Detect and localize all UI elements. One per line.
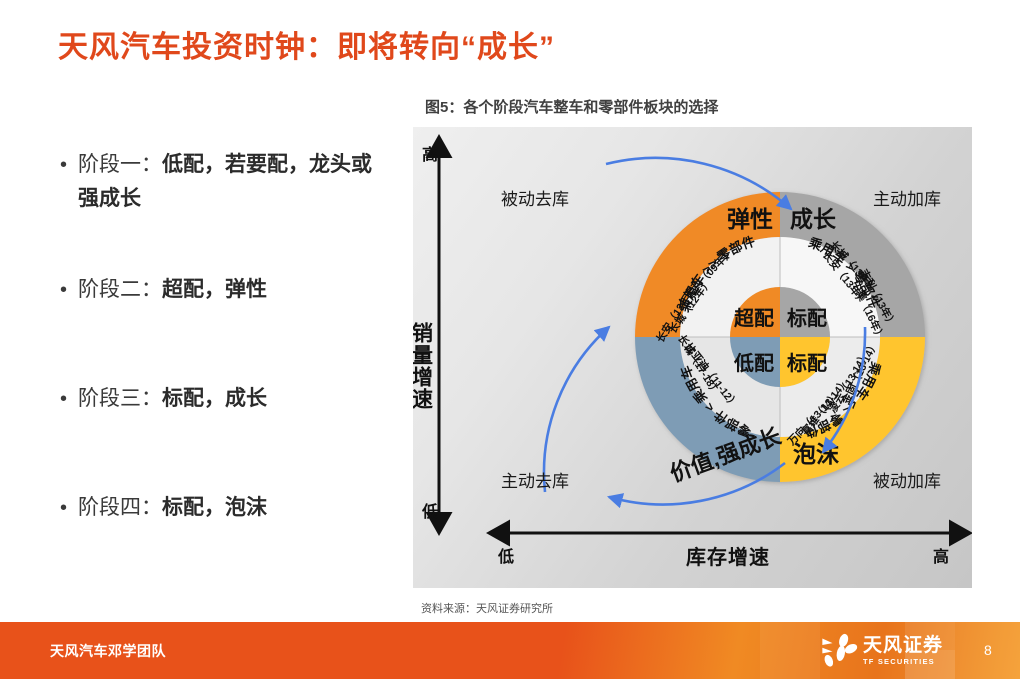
list-item: • 阶段二：超配，弹性 <box>60 273 390 307</box>
bullet-emphasis: 低配，若要配，龙头或强成长 <box>78 153 372 210</box>
bullet-text: 阶段四：标配，泡沫 <box>78 491 267 525</box>
brand-logo-text: 天风证券 TF SECURITIES <box>863 636 943 667</box>
bullet-lead: 阶段四： <box>78 496 162 519</box>
outer-ring <box>635 192 925 482</box>
inner-label-top-right: 标配 <box>787 307 827 330</box>
middle-sector-bottom-right <box>780 337 880 437</box>
arrow-active-restock <box>605 156 793 211</box>
page-title: 天风汽车投资时钟：即将转向“成长” <box>58 31 555 64</box>
x-axis-high-label: 高 <box>933 547 949 566</box>
x-axis-low-label: 低 <box>497 547 514 566</box>
arrow-active-destock <box>606 461 786 509</box>
x-axis-title: 库存增速 <box>686 545 770 569</box>
bullet-text: 阶段二：超配，弹性 <box>78 273 267 307</box>
list-item: • 阶段三：标配，成长 <box>60 382 390 416</box>
footer-bar: 天风汽车邓学团队 天风证券 TF SECURITIES 8 <box>0 622 1020 679</box>
bullet-marker-icon: • <box>60 388 68 410</box>
inner-label-bottom-right: 标配 <box>787 352 827 375</box>
list-item: • 阶段一：低配，若要配，龙头或强成长 <box>60 148 390 216</box>
outer-sector-bottom-right <box>780 337 925 482</box>
brand-logo: 天风证券 TF SECURITIES <box>820 633 943 670</box>
investment-clock-svg: 高 低 销量增速 低 高 库存增速 <box>413 134 972 569</box>
inner-label-bottom-left: 低配 <box>733 351 774 375</box>
middle-sector-top-left <box>680 237 780 337</box>
clock-rings: 弹性 成长 泡沫 价值,强成长 长安（12年） 吉利（09年） 长城（12年） … <box>635 192 925 487</box>
bullet-emphasis: 超配，弹性 <box>162 278 267 301</box>
bullet-text: 阶段三：标配，成长 <box>78 382 267 416</box>
bullet-marker-icon: • <box>60 279 68 301</box>
arrow-passive-restock <box>821 326 867 454</box>
inner-sector-bottom-right <box>780 337 830 387</box>
bullet-lead: 阶段二： <box>78 278 162 301</box>
list-item: • 阶段四：标配，泡沫 <box>60 491 390 525</box>
bullet-emphasis: 标配，泡沫 <box>162 496 267 519</box>
inner-sector-bottom-left <box>730 337 780 387</box>
inner-disc <box>730 287 830 387</box>
outer-label-top-left: 弹性 <box>727 206 773 232</box>
quadrant-label-bottom-right: 被动加库 <box>873 472 941 491</box>
investment-clock-chart: 高 低 销量增速 低 高 库存增速 <box>413 127 972 588</box>
chart-axes <box>425 134 972 547</box>
quadrant-label-bottom-left: 主动去库 <box>501 472 569 491</box>
inner-sector-top-right <box>780 287 830 337</box>
page-number: 8 <box>984 642 992 658</box>
figure-caption: 图5：各个阶段汽车整车和零部件板块的选择 <box>425 99 719 116</box>
bullet-lead: 阶段一： <box>78 153 162 176</box>
bullet-marker-icon: • <box>60 154 68 176</box>
outer-label-bottom-right: 泡沫 <box>793 441 840 467</box>
y-axis-title: 销量增速 <box>413 321 433 410</box>
outer-sector-top-right <box>780 192 925 337</box>
source-note: 资料来源：天风证券研究所 <box>421 603 553 615</box>
phase-bullet-list: • 阶段一：低配，若要配，龙头或强成长 • 阶段二：超配，弹性 • 阶段三：标配… <box>60 148 390 525</box>
outer-sector-top-left <box>635 192 780 337</box>
arrow-passive-destock <box>542 325 611 493</box>
outer-sector-bottom-left <box>635 337 780 482</box>
inner-sector-top-left <box>730 287 780 337</box>
inner-label-top-left: 超配 <box>733 306 774 330</box>
middle-ring <box>680 237 880 437</box>
tf-flower-icon <box>822 633 858 667</box>
bullet-text: 阶段一：低配，若要配，龙头或强成长 <box>78 148 390 216</box>
footer-team-label: 天风汽车邓学团队 <box>50 643 166 659</box>
bullet-emphasis: 标配，成长 <box>162 387 267 410</box>
brand-name-en: TF SECURITIES <box>863 657 935 666</box>
cycle-arrows <box>542 156 867 509</box>
quadrant-label-top-right: 主动加库 <box>873 190 941 209</box>
bullet-lead: 阶段三： <box>78 387 162 410</box>
brand-name-cn: 天风证券 <box>863 635 944 656</box>
y-axis-high-label: 高 <box>422 145 438 164</box>
outer-label-top-right: 成长 <box>790 206 837 232</box>
middle-sector-bottom-left <box>680 337 780 437</box>
middle-sector-top-right <box>780 237 880 337</box>
bullet-marker-icon: • <box>60 497 68 519</box>
y-axis-low-label: 低 <box>421 502 438 521</box>
quadrant-label-top-left: 被动去库 <box>501 190 569 209</box>
